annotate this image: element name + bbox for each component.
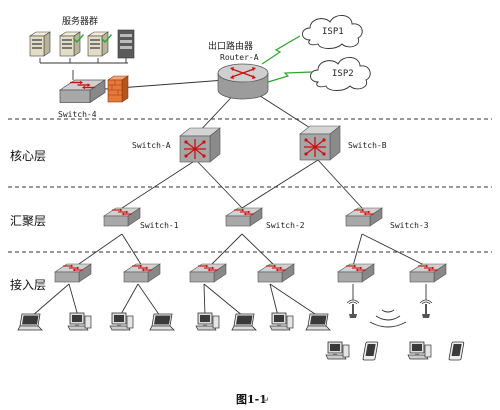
pc-3-icon xyxy=(195,312,220,331)
pc-2-icon xyxy=(109,312,134,331)
switchA-label: Switch-A xyxy=(132,141,171,150)
server-check-marks xyxy=(73,34,112,43)
switch3-icon xyxy=(345,207,383,227)
router-label: Router-A xyxy=(220,53,259,62)
router-icon xyxy=(217,63,269,100)
switchA-icon xyxy=(179,127,221,163)
switch3-label: Switch-3 xyxy=(390,221,429,230)
isp2-cloud-icon xyxy=(310,57,371,91)
layer-separators xyxy=(8,118,492,253)
isp1-label: ISP1 xyxy=(322,27,344,37)
switchB-label: Switch-B xyxy=(348,141,387,150)
firewall-icon xyxy=(107,75,129,103)
laptop-2-icon xyxy=(149,313,175,331)
pc-5-icon xyxy=(325,341,350,360)
pc-1-icon xyxy=(67,312,92,331)
access-switch-3-icon xyxy=(189,263,227,283)
switch1-label: Switch-1 xyxy=(140,221,179,230)
link-switch2-access3 xyxy=(209,233,243,267)
access-switch-1-icon xyxy=(54,263,92,283)
access-switch-4-icon xyxy=(257,263,295,283)
layer-label-access: 接入层 xyxy=(10,277,46,292)
access-switch-5-icon xyxy=(337,263,375,283)
pc-4-icon xyxy=(269,312,294,331)
mobile-1-icon xyxy=(362,341,379,361)
layer-label-aggregation: 汇聚层 xyxy=(10,214,46,228)
link-switchB-switch3 xyxy=(317,159,363,209)
lightning-links xyxy=(261,35,313,83)
network-links xyxy=(31,58,427,317)
access-switch-2-icon xyxy=(123,263,161,283)
link-switchB-switch2 xyxy=(241,159,319,209)
switchB-icon xyxy=(299,125,341,161)
router-label-cn: 出口路由器 xyxy=(208,40,253,52)
server-4-icon xyxy=(117,29,135,59)
link-switch2-access4 xyxy=(241,233,276,267)
link-switch3-access5 xyxy=(352,233,363,267)
lightning-isp1-icon xyxy=(261,35,301,65)
wireless-signal-icon xyxy=(369,309,407,328)
laptop-1-icon xyxy=(17,313,43,331)
wireless-ap-2-icon xyxy=(419,299,433,319)
server-3-icon xyxy=(87,31,109,57)
access-switch-6-icon xyxy=(409,263,447,283)
laptop-3-icon xyxy=(231,313,257,331)
wireless-ap-1-icon xyxy=(346,299,360,319)
switch4-label: Switch-4 xyxy=(58,110,97,119)
link-switch1-access2 xyxy=(121,233,143,267)
layer-label-core: 核心层 xyxy=(10,149,46,163)
return-mark-icon: ↵ xyxy=(262,396,270,406)
isp2-label: ISP2 xyxy=(332,69,354,79)
lightning-isp2-icon xyxy=(267,71,313,83)
laptop-4-icon xyxy=(305,313,331,331)
switch2-label: Switch-2 xyxy=(266,221,305,230)
link-switchA-switch1 xyxy=(121,159,197,209)
isp1-cloud-icon xyxy=(302,15,363,49)
pc-6-icon xyxy=(407,341,432,360)
switch1-icon xyxy=(103,207,141,227)
link-switchA-switch2 xyxy=(195,159,243,209)
figure-caption: 图1-1 xyxy=(236,393,267,406)
server-2-icon xyxy=(59,31,81,57)
server-1-icon xyxy=(29,31,51,57)
server-group-label: 服务器群 xyxy=(62,15,98,27)
switch2-icon xyxy=(225,207,263,227)
link-switch3-access6 xyxy=(361,233,427,267)
switch4-icon xyxy=(59,79,106,104)
link-switch1-access1 xyxy=(75,233,123,267)
mobile-2-icon xyxy=(448,341,465,361)
